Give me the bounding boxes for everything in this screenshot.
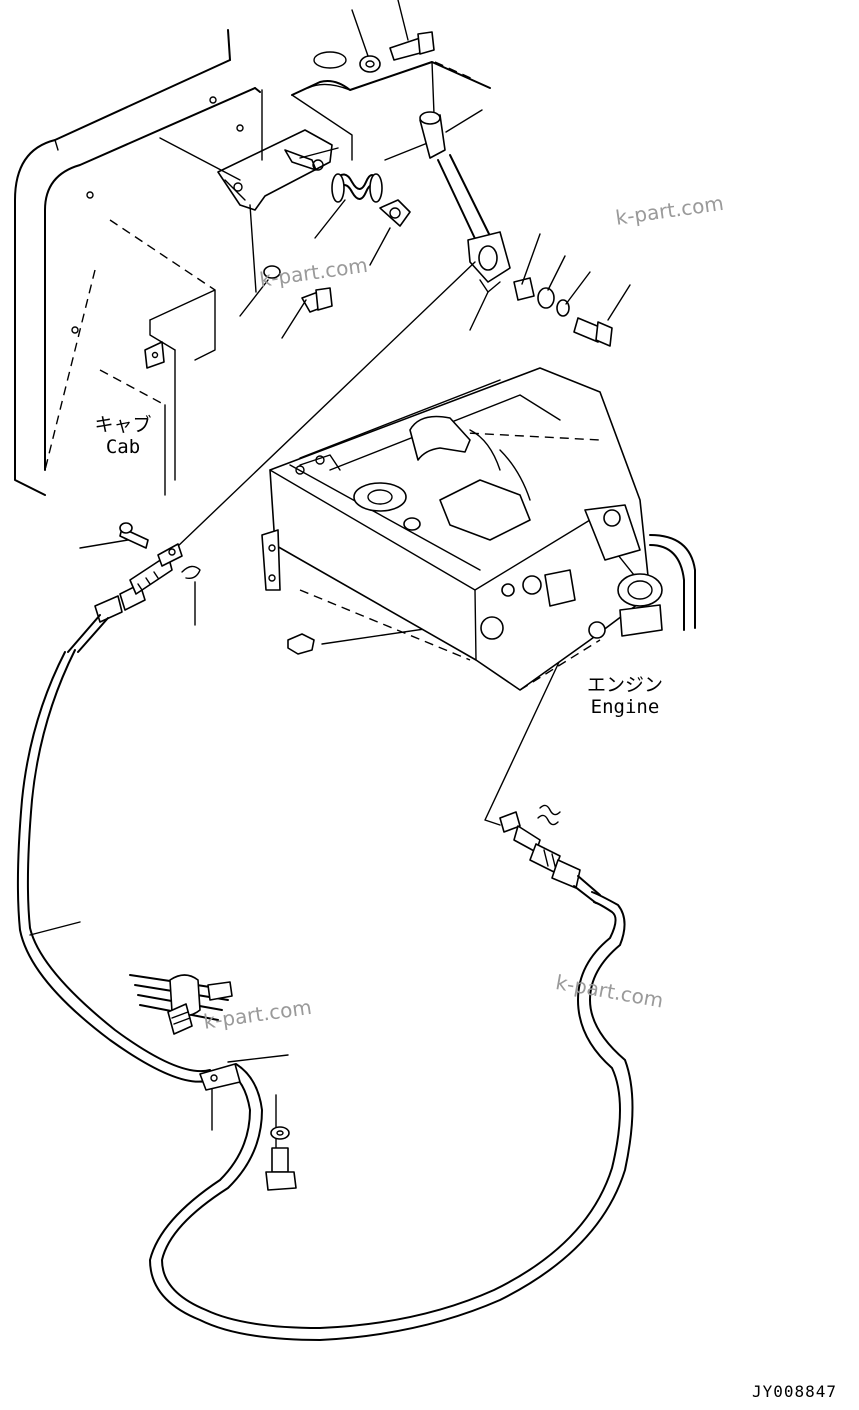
cab-label: キャブ Cab [88, 414, 158, 458]
engine-block [261, 367, 696, 691]
lever-hardware [513, 277, 613, 347]
throttle-cable [16, 522, 634, 1341]
engine-bolt [287, 633, 315, 655]
cab-label-en: Cab [105, 436, 141, 458]
engine-label-ja: エンジン [586, 674, 663, 696]
clevis [379, 199, 411, 227]
drawing-code: JY008847 [752, 1382, 838, 1401]
spring [331, 173, 383, 203]
pedal-bracket [217, 129, 333, 211]
lever [419, 111, 511, 293]
engine-label-en: Engine [590, 696, 660, 718]
engine-label: エンジン Engine [580, 674, 670, 718]
clamp-assembly [129, 974, 297, 1191]
cab-label-ja: キャブ [94, 414, 152, 436]
top-bolt [359, 31, 435, 73]
cab-body [14, 29, 261, 496]
bracket-bolt [263, 265, 333, 313]
